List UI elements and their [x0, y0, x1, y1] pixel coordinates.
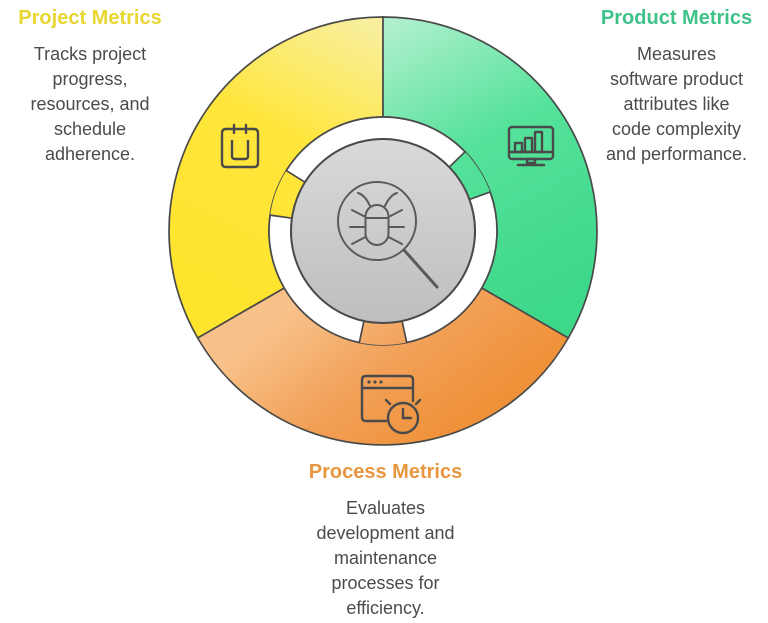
calendar-icon [220, 123, 260, 169]
process-metrics-description: Evaluates development and maintenance pr… [316, 498, 455, 618]
center-hub [290, 138, 476, 324]
product-metrics-title: Product Metrics [600, 7, 753, 29]
product-metrics-description: Measures software product attributes lik… [605, 44, 748, 164]
product-metrics-block: Product Metrics Measures software produc… [585, 6, 768, 167]
project-metrics-block: Project Metrics Tracks project progress,… [0, 6, 180, 167]
process-metrics-block: Process Metrics Evaluates development an… [293, 460, 478, 621]
bug-magnifier-icon [337, 181, 439, 289]
bar-chart-monitor-icon [507, 125, 555, 167]
project-metrics-description: Tracks project progress, resources, and … [30, 44, 150, 164]
project-metrics-title: Project Metrics [18, 7, 162, 29]
process-metrics-title: Process Metrics [308, 461, 463, 483]
window-timer-icon [360, 374, 422, 435]
